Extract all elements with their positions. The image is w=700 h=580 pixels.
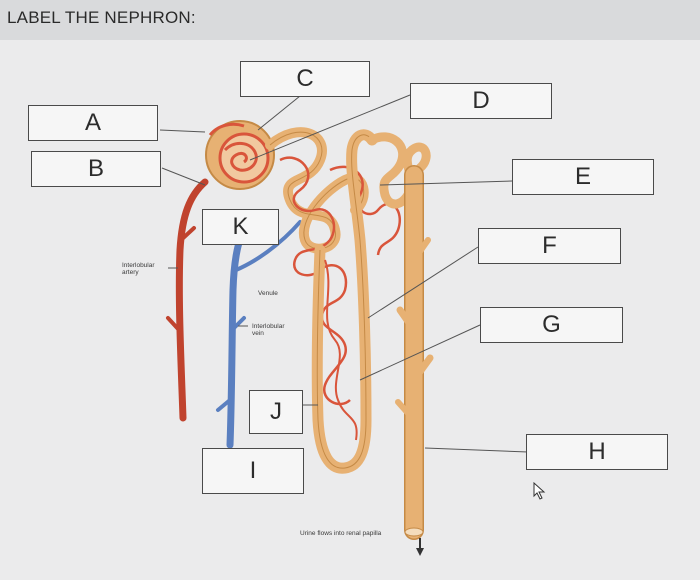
page-title: LABEL THE NEPHRON:: [7, 8, 196, 27]
label-box-h[interactable]: H: [526, 434, 668, 470]
mouse-cursor-icon: [533, 482, 546, 500]
caption-urine-flow: Urine flows into renal papilla: [300, 530, 382, 537]
label-box-g[interactable]: G: [480, 307, 623, 343]
glomerulus: [205, 120, 275, 190]
label-box-a[interactable]: A: [28, 105, 158, 141]
label-box-d[interactable]: D: [410, 83, 552, 119]
interlobular-vein: [226, 236, 244, 449]
caption-interlobular-artery: Interlobular artery: [122, 262, 155, 276]
label-box-c[interactable]: C: [240, 61, 370, 97]
label-box-b[interactable]: B: [31, 151, 161, 187]
label-box-f[interactable]: F: [478, 228, 621, 264]
label-box-j[interactable]: J: [249, 390, 303, 434]
caption-venule: Venule: [258, 290, 278, 297]
interlobular-artery: [175, 178, 209, 422]
distal-tubule: [367, 132, 431, 209]
label-box-i[interactable]: I: [202, 448, 304, 494]
label-box-e[interactable]: E: [512, 159, 654, 195]
label-box-k[interactable]: K: [202, 209, 279, 245]
caption-interlobular-vein: Interlobular vein: [252, 323, 285, 337]
